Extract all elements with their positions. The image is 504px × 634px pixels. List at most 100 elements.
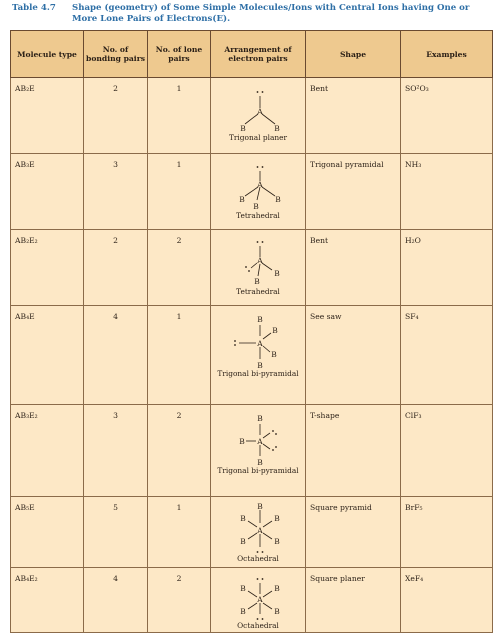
atom-label: B	[240, 607, 246, 616]
geometry-diagram: B B A B	[239, 414, 277, 467]
arrangement-label: Tetrahedral	[236, 211, 280, 220]
arrangement-label: Tetrahedral	[236, 287, 280, 296]
atom-label: B	[254, 277, 260, 286]
atom-label: B	[239, 437, 245, 446]
header-shape: Shape	[305, 30, 401, 78]
arrangement-cell: A B B B Tetrahedral	[210, 153, 306, 230]
shapes-table: Molecule type No. of bonding pairs No. o…	[10, 30, 493, 633]
molecule-type-cell: AB₃E₂	[10, 404, 84, 497]
example-cell: NH₃	[400, 153, 493, 230]
arrangement-cell: A B B Tetrahedral	[210, 229, 306, 306]
atom-label: B	[239, 195, 245, 204]
arrangement-label: Trigonal bi-pyramidal	[217, 466, 299, 475]
bonding-pairs-cell: 2	[83, 229, 148, 306]
molecule-type-cell: AB₅E	[10, 496, 84, 568]
table-row: AB₂E 2 1 A B B Trigonal p	[10, 77, 493, 154]
bonding-pairs-cell: 3	[83, 404, 148, 497]
atom-label: B	[240, 584, 246, 593]
example-cell: H₂O	[400, 229, 493, 306]
atom-label: A	[256, 180, 263, 189]
header-bonding-pairs: No. of bonding pairs	[83, 30, 148, 78]
geometry-diagram: A B B	[240, 91, 280, 133]
lone-pairs-cell: 1	[147, 496, 211, 568]
shape-cell: Bent	[305, 77, 401, 154]
lone-pairs-cell: 2	[147, 229, 211, 306]
table-title: Shape (geometry) of Some Simple Molecule…	[72, 3, 470, 24]
lone-pairs-cell: 1	[147, 153, 211, 230]
geometry-diagram: B B B A B B	[240, 503, 280, 553]
table-number: Table 4.7	[12, 3, 56, 13]
geometry-diagram: B A B B B	[234, 315, 278, 370]
lone-pairs-cell: 1	[147, 77, 211, 154]
atom-label: A	[256, 256, 263, 265]
example-cell: SF₄	[400, 305, 493, 405]
bonding-pairs-cell: 3	[83, 153, 148, 230]
atom-label: B	[271, 350, 277, 359]
atom-label: A	[256, 107, 263, 116]
table-row: AB₂E₂ 2 2 A B B	[10, 229, 493, 306]
arrangement-label: Trigonal planer	[228, 133, 288, 142]
atom-label: B	[275, 195, 281, 204]
table-row: AB₄E₂ 4 2 B B	[10, 567, 493, 633]
atom-label: B	[257, 414, 263, 423]
lone-pairs-cell: 2	[147, 404, 211, 497]
atom-label: B	[272, 326, 278, 335]
lone-pairs-cell: 1	[147, 305, 211, 405]
molecule-type-cell: AB₂E	[10, 77, 84, 154]
shape-cell: Square planer	[305, 567, 401, 633]
atom-label: B	[240, 514, 246, 523]
arrangement-cell: B B B A B B Octahedral	[210, 496, 306, 568]
atom-label: B	[274, 514, 280, 523]
table-row: AB₅E 5 1 B B B	[10, 496, 493, 568]
molecule-type-cell: AB₄E	[10, 305, 84, 405]
header-row: Molecule type No. of bonding pairs No. o…	[10, 30, 493, 78]
example-cell: ClF₃	[400, 404, 493, 497]
arrangement-label: Octahedral	[237, 554, 279, 563]
shape-cell: Bent	[305, 229, 401, 306]
atom-label: B	[274, 607, 280, 616]
header-examples: Examples	[400, 30, 493, 78]
example-cell: SO²O₃	[400, 77, 493, 154]
geometry-diagram: B B A B B	[240, 578, 280, 620]
atom-label: B	[274, 584, 280, 593]
molecule-type-cell: AB₂E₂	[10, 229, 84, 306]
header-molecule-type: Molecule type	[10, 30, 84, 78]
arrangement-cell: B A B B B Trigonal bi-pyramidal	[210, 305, 306, 405]
shape-cell: Trigonal pyramidal	[305, 153, 401, 230]
header-lone-pairs: No. of lone pairs	[147, 30, 211, 78]
atom-label: B	[257, 503, 263, 511]
atom-label: B	[257, 315, 263, 324]
shape-cell: See saw	[305, 305, 401, 405]
atom-label: B	[253, 202, 259, 211]
atom-label: B	[274, 124, 280, 133]
molecule-type-cell: AB₃E	[10, 153, 84, 230]
bonding-pairs-cell: 2	[83, 77, 148, 154]
shape-cell: T-shape	[305, 404, 401, 497]
atom-label: B	[274, 269, 280, 278]
bonding-pairs-cell: 4	[83, 305, 148, 405]
header-arrangement: Arrangement of electron pairs	[210, 30, 306, 78]
arrangement-cell: B B A B B Octahedral	[210, 567, 306, 633]
atom-label: A	[256, 339, 263, 348]
example-cell: BrF₅	[400, 496, 493, 568]
atom-label: A	[256, 437, 263, 446]
table-caption: Table 4.7 Shape (geometry) of Some Simpl…	[12, 3, 494, 25]
lone-pairs-cell: 2	[147, 567, 211, 633]
geometry-diagram: A B B	[245, 241, 280, 286]
atom-label: B	[240, 124, 246, 133]
table-row: AB₃E 3 1 A B B B	[10, 153, 493, 230]
table-row: AB₄E 4 1 B A B	[10, 305, 493, 405]
geometry-diagram: A B B B	[239, 166, 281, 211]
atom-label: B	[257, 361, 263, 370]
example-cell: XeF₄	[400, 567, 493, 633]
atom-label: A	[256, 595, 263, 604]
arrangement-cell: B B A B Trigonal bi-pyramidal	[210, 404, 306, 497]
molecule-type-cell: AB₄E₂	[10, 567, 84, 633]
atom-label: B	[274, 537, 280, 546]
bonding-pairs-cell: 4	[83, 567, 148, 633]
arrangement-cell: A B B Trigonal planer	[210, 77, 306, 154]
atom-label: B	[240, 537, 246, 546]
arrangement-label: Octahedral	[237, 621, 279, 630]
atom-label: B	[257, 458, 263, 467]
bonding-pairs-cell: 5	[83, 496, 148, 568]
